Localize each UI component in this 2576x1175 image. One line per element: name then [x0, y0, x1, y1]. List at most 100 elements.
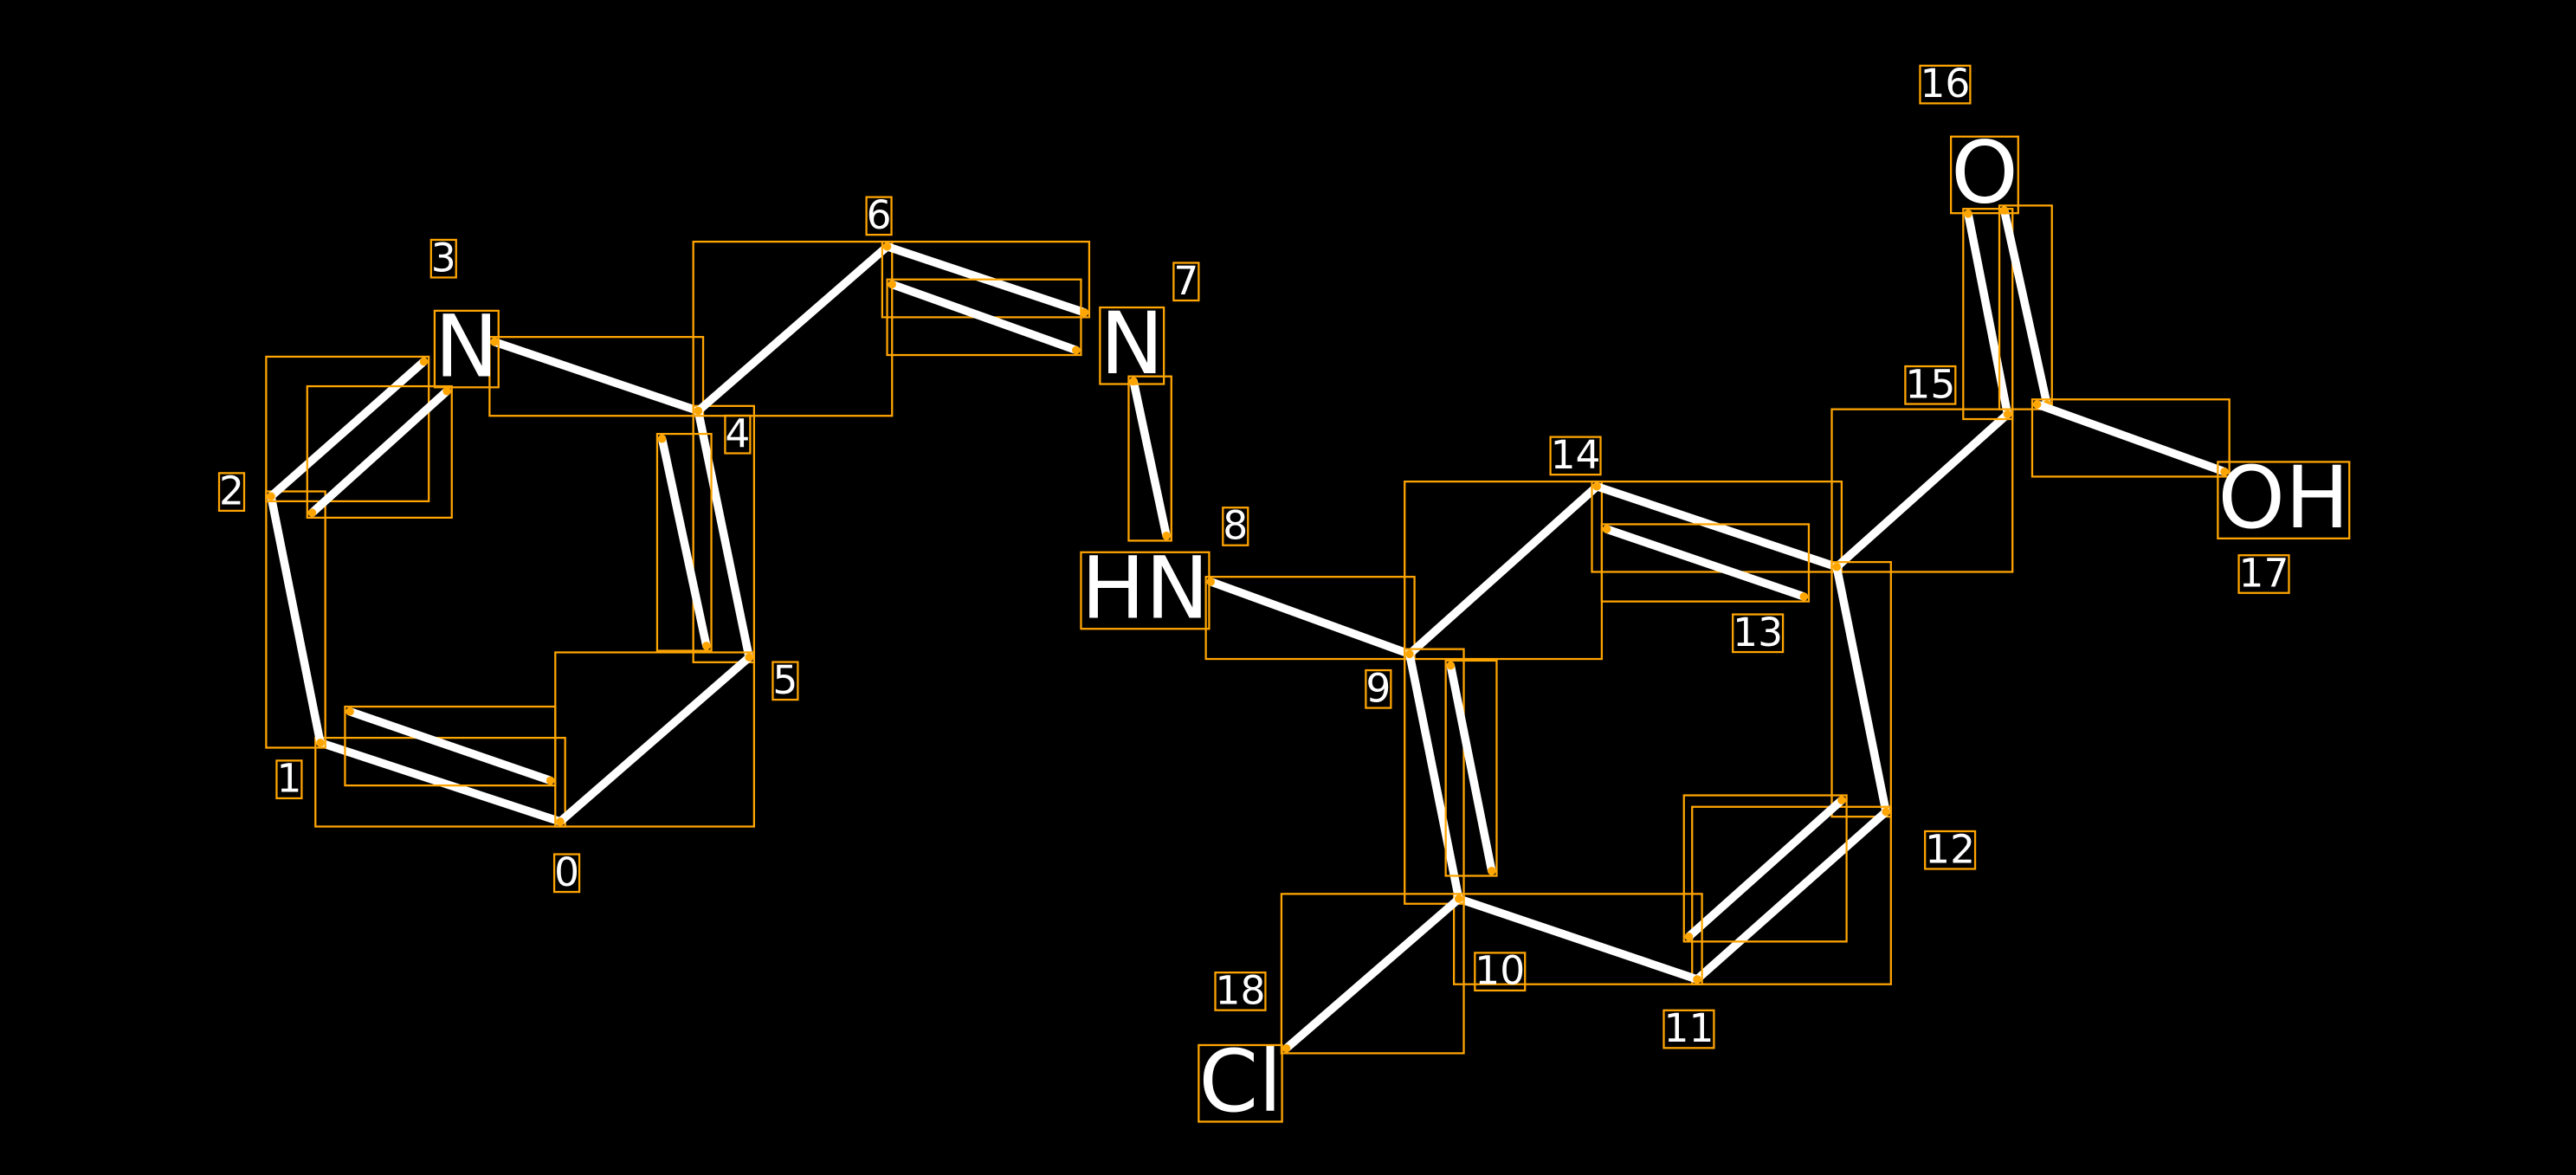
- bond-15-16-double: [1962, 204, 2053, 421]
- atom-index-box: [1904, 365, 1957, 405]
- bond-bounding-box: [1682, 794, 1848, 943]
- atom-index-box: [275, 759, 303, 800]
- bond-bounding-box: [1127, 375, 1172, 542]
- atom-index-box: [772, 661, 799, 701]
- atom-7: N7: [1099, 258, 1200, 394]
- bond-bounding-box: [1830, 560, 1892, 818]
- atom-index-label: 3: [431, 235, 456, 281]
- bond-endpoint-dot: [419, 357, 429, 366]
- atom-index-label: 11: [1663, 1005, 1714, 1051]
- atom-2: 2: [217, 468, 246, 514]
- atom-index-box: [552, 853, 581, 894]
- bond-8-9-single: [1204, 576, 1416, 661]
- atom-index-label: 1: [276, 756, 301, 802]
- bond-bounding-box: [1444, 659, 1498, 877]
- bond-line: [1455, 894, 1701, 984]
- atom-symbol: OH: [2218, 449, 2349, 548]
- atom-14: 14: [1549, 432, 1602, 478]
- atom-1: 1: [275, 756, 303, 802]
- bond-endpoint-dot: [1282, 1043, 1291, 1053]
- bond-bounding-box: [1830, 408, 2014, 573]
- atom-index-box: [1732, 613, 1785, 654]
- atom-15: 15: [1904, 361, 1957, 407]
- bond-line: [1832, 410, 2012, 571]
- atom-symbol-box: [1198, 1043, 1283, 1123]
- bond-bounding-box: [1962, 208, 2014, 421]
- atom-symbol-box: [1949, 135, 2019, 215]
- atom-symbol-box: [2217, 461, 2351, 540]
- atom-symbol-box: [433, 309, 500, 389]
- atom-4: 4: [724, 410, 752, 456]
- bond-endpoint-dot: [1693, 975, 1701, 984]
- atom-index-label: 17: [2239, 551, 2289, 597]
- bond-endpoint-dot: [1882, 807, 1890, 817]
- bond-endpoint-dot: [694, 406, 703, 416]
- atom-index-label: 12: [1925, 826, 1975, 872]
- bond-bounding-box: [1998, 204, 2053, 410]
- atom-index-box: [217, 472, 246, 513]
- bond-bounding-box: [2030, 398, 2231, 478]
- bond-bounding-box: [314, 736, 566, 828]
- bond-endpoint-dot: [1080, 307, 1088, 317]
- bond-bounding-box: [692, 240, 894, 417]
- atom-index-box: [429, 238, 457, 279]
- atom-index-box: [1474, 952, 1527, 992]
- atom-9: 9: [1365, 665, 1392, 711]
- bond-endpoint-dot: [442, 387, 451, 396]
- bond-bounding-box: [886, 278, 1082, 357]
- bond-endpoint-dot: [2003, 410, 2012, 419]
- atom-symbol-box: [1080, 551, 1211, 630]
- bond-line: [1129, 377, 1171, 540]
- bond-bounding-box: [1204, 576, 1416, 661]
- bond-9-14-single: [1404, 480, 1604, 661]
- bond-line: [1693, 807, 1890, 984]
- bond-endpoint-dot: [307, 508, 317, 517]
- bond-bounding-box: [1691, 805, 1892, 985]
- bond-endpoint-dot: [546, 776, 555, 785]
- atom-index-box: [1365, 668, 1392, 709]
- bond-line: [1832, 563, 1890, 817]
- atom-6: 6: [865, 192, 893, 238]
- bond-bounding-box: [554, 651, 756, 828]
- bond-endpoint-dot: [1162, 531, 1171, 540]
- atom-index-label: 10: [1475, 948, 1525, 994]
- bond-endpoint-dot: [316, 739, 325, 747]
- atom-13: 13: [1732, 610, 1785, 655]
- atom-symbol: N: [1100, 294, 1164, 394]
- bond-3-4-single: [488, 336, 705, 417]
- atom-12: 12: [1924, 826, 1977, 872]
- bond-inner-line: [657, 435, 711, 650]
- atom-index-label: 6: [867, 192, 892, 238]
- bond-line: [694, 242, 892, 416]
- atom-index-label: 15: [1905, 361, 1955, 407]
- bond-inner-line: [307, 387, 451, 517]
- atom-0: 0: [552, 849, 581, 895]
- bond-line: [267, 492, 325, 747]
- bond-endpoint-dot: [2220, 467, 2229, 476]
- bond-4-6-single: [692, 240, 894, 417]
- bond-bounding-box: [265, 355, 430, 503]
- atom-index-label: 2: [219, 468, 244, 514]
- bond-bounding-box: [1452, 893, 1703, 985]
- bond-endpoint-dot: [702, 642, 711, 650]
- bond-10-18-single: [1280, 893, 1465, 1055]
- bond-endpoint-dot: [1488, 867, 1496, 875]
- bond-endpoint-dot: [745, 653, 753, 662]
- atom-index-label: 14: [1551, 432, 1601, 478]
- atom-16: O16: [1919, 61, 2019, 223]
- bond-13-12-single: [1830, 560, 1892, 818]
- bond-line: [1206, 578, 1414, 659]
- atom-symbol-box: [1099, 306, 1165, 385]
- bond-endpoint-dot: [1837, 796, 1846, 804]
- bond-endpoint-dot: [1405, 649, 1414, 659]
- bond-0-1-double: [314, 705, 566, 828]
- bond-inner-line: [1446, 661, 1496, 875]
- atom-index-label: 9: [1365, 665, 1391, 711]
- atom-index-box: [1919, 64, 1972, 105]
- bond-bounding-box: [265, 490, 326, 749]
- bond-bounding-box: [1600, 523, 1811, 603]
- atom-index-label: 16: [1920, 61, 1970, 107]
- bond-inner-line: [1999, 206, 2051, 409]
